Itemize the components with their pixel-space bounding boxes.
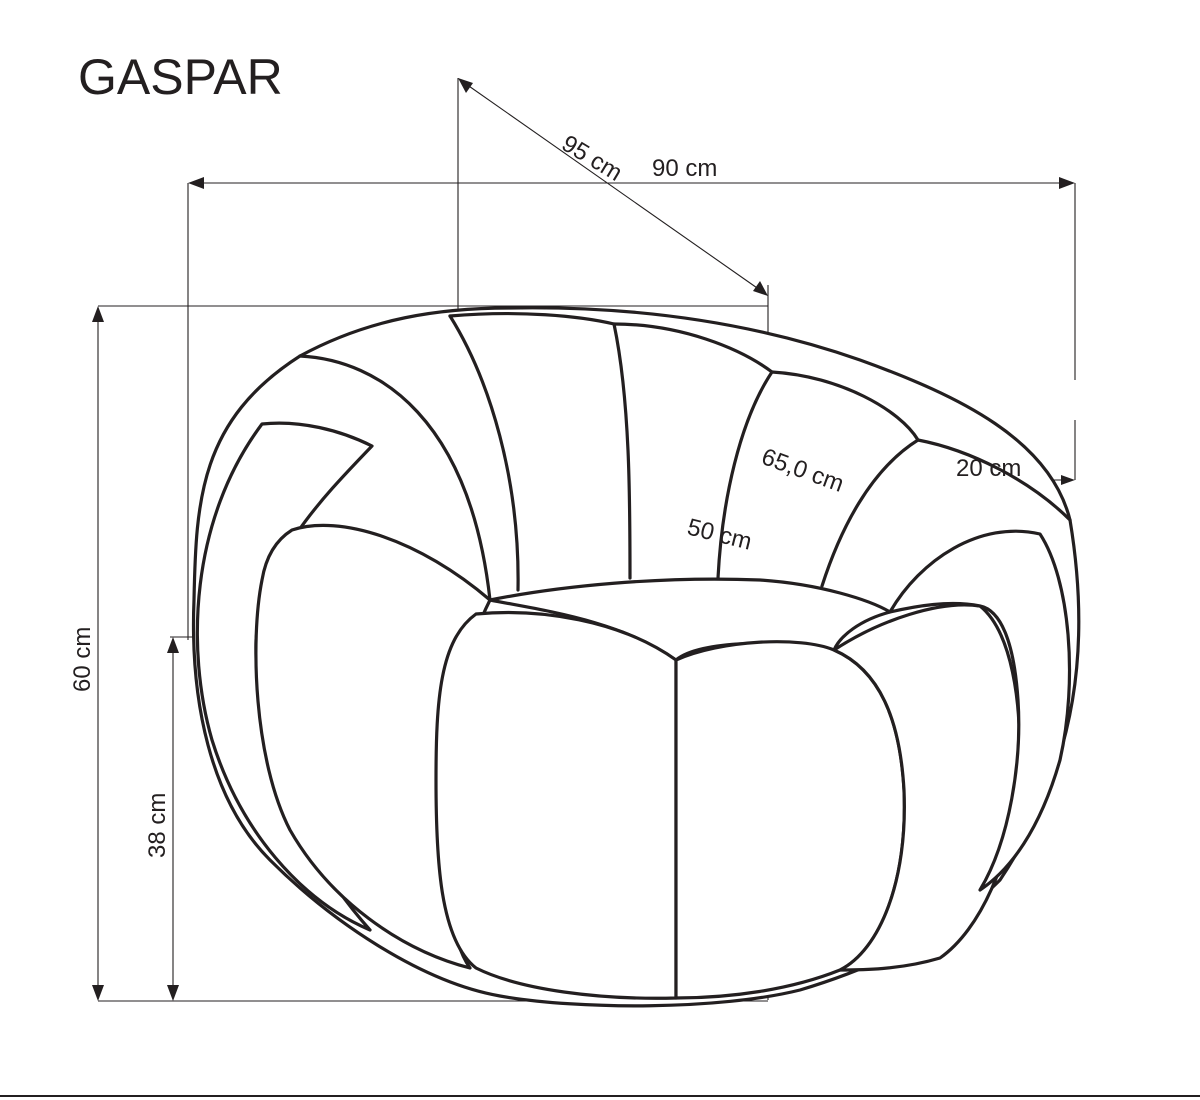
depth-dimension-line — [465, 83, 761, 291]
arrow-head — [167, 985, 179, 1001]
back-seam-3 — [612, 322, 632, 580]
back-top-lobe-4 — [916, 438, 1072, 522]
left-arm-inner-lobe — [254, 523, 492, 970]
arrow-head — [92, 306, 104, 322]
back-seam-2 — [448, 314, 520, 592]
arrow-head — [1059, 177, 1075, 189]
armchair-drawing — [191, 306, 1081, 1008]
back-seam-4 — [716, 370, 774, 580]
arrow-head — [188, 177, 204, 189]
seat-height-label: 38 cm — [144, 793, 171, 858]
width-label: 90 cm — [652, 155, 717, 182]
arrow-head — [1061, 475, 1075, 485]
back-seam-5 — [820, 438, 920, 588]
right-arm-outer-lobe — [888, 529, 1072, 892]
arrow-head — [753, 281, 768, 296]
arrow-head — [92, 985, 104, 1001]
back-top-lobe-1 — [448, 311, 616, 326]
front-left-cushion — [434, 610, 678, 1000]
arrow-head — [167, 637, 179, 653]
arm-width-label: 20 cm — [956, 455, 1021, 482]
back-top-lobe-2 — [612, 322, 774, 374]
product-title: GASPAR — [78, 49, 283, 105]
depth-label: 95 cm — [557, 130, 627, 187]
arrow-head — [458, 78, 473, 93]
back-seam-1 — [298, 354, 492, 602]
back-top-lobe-3 — [770, 370, 920, 442]
height-label: 60 cm — [69, 627, 96, 692]
